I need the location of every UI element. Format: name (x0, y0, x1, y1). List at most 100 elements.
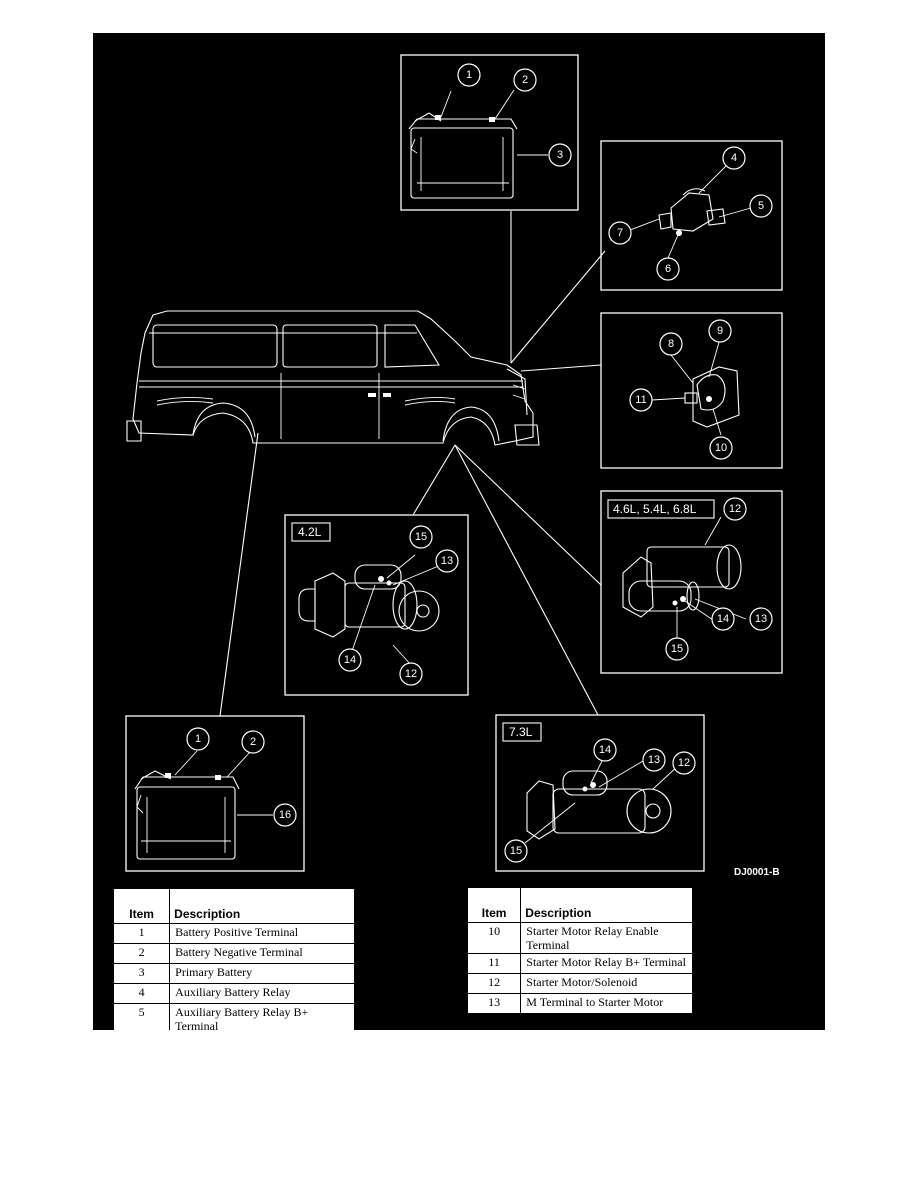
callout-13-73: 13 (642, 748, 666, 772)
aux-relay-box (600, 140, 783, 291)
callout-16: 16 (273, 803, 297, 827)
starter-73-box (495, 714, 705, 872)
item-description: M Terminal to Starter Motor (520, 993, 693, 1014)
item-number: 3 (112, 963, 171, 984)
aux-battery-box (125, 715, 305, 872)
van-illustration (126, 310, 540, 446)
legend-right-header: Item Description (466, 887, 693, 923)
header-description: Description (169, 888, 355, 924)
svg-text:10: 10 (715, 442, 727, 454)
item-number: 11 (466, 953, 522, 974)
callout-14-42: 14 (338, 648, 362, 672)
van-window-mid (282, 324, 378, 368)
svg-text:12: 12 (729, 503, 741, 515)
svg-text:1: 1 (466, 69, 472, 81)
starter-modular-detail: 4.6L, 5.4L, 6.8L (600, 490, 783, 674)
table-row: 10 Starter Motor Relay Enable Terminal (466, 922, 693, 954)
callout-4: 4 (722, 146, 746, 170)
legend-table-left: Item Description 1 Battery Positive Term… (112, 888, 355, 1030)
svg-text:14: 14 (599, 744, 611, 756)
line-to-73-starter (454, 444, 599, 716)
table-row: 1 Battery Positive Terminal (112, 923, 355, 944)
item-description: Auxiliary Battery Relay B+ Terminal (169, 1003, 355, 1030)
item-description: Starter Motor Relay B+ Terminal (520, 953, 693, 974)
svg-text:15: 15 (671, 643, 683, 655)
table-row: 13 M Terminal to Starter Motor (466, 993, 693, 1014)
callout-15-42: 15 (409, 525, 433, 549)
item-number: 4 (112, 983, 171, 1004)
item-description: Starter Motor/Solenoid (520, 973, 693, 994)
header-description: Description (520, 887, 693, 923)
starter-relay-detail (600, 312, 783, 469)
callout-12-modular: 12 (723, 497, 747, 521)
callout-10: 10 (709, 436, 733, 460)
callout-14-73: 14 (593, 738, 617, 762)
starter-42-box (284, 514, 469, 696)
table-row: 12 Starter Motor/Solenoid (466, 973, 693, 994)
engine-label-modular: 4.6L, 5.4L, 6.8L (607, 499, 715, 519)
table-row: 2 Battery Negative Terminal (112, 943, 355, 964)
item-number: 1 (112, 923, 171, 944)
callout-8: 8 (659, 332, 683, 356)
table-row: 4 Auxiliary Battery Relay (112, 983, 355, 1004)
callout-7: 7 (608, 221, 632, 245)
engine-label-73: 7.3L (502, 722, 542, 742)
aux-relay-detail (600, 140, 783, 291)
primary-battery-detail (400, 54, 579, 211)
svg-text:13: 13 (648, 754, 660, 766)
item-description: Auxiliary Battery Relay (169, 983, 355, 1004)
item-description: Battery Negative Terminal (169, 943, 355, 964)
svg-text:3: 3 (557, 149, 563, 161)
svg-text:4: 4 (731, 152, 737, 164)
callout-13-modular: 13 (749, 607, 773, 631)
svg-text:15: 15 (510, 845, 522, 857)
svg-text:16: 16 (279, 809, 291, 821)
header-item: Item (112, 888, 171, 924)
diagram-panel: 4.2L 4.6L, 5.4L, 6.8L (93, 33, 825, 1030)
item-number: 10 (466, 922, 522, 954)
callout-3: 3 (548, 143, 572, 167)
svg-text:13: 13 (755, 613, 767, 625)
svg-text:2: 2 (250, 736, 256, 748)
table-row: 3 Primary Battery (112, 963, 355, 984)
van-window-rear (152, 324, 278, 368)
svg-text:9: 9 (717, 325, 723, 337)
callout-11: 11 (629, 388, 653, 412)
callout-2-top: 2 (513, 68, 537, 92)
svg-text:4.2L: 4.2L (298, 525, 322, 539)
table-row: 11 Starter Motor Relay B+ Terminal (466, 953, 693, 974)
starter-73-detail: 7.3L (495, 714, 705, 872)
callout-2-bottom: 2 (241, 730, 265, 754)
item-number: 12 (466, 973, 522, 994)
svg-text:2: 2 (522, 74, 528, 86)
item-number: 2 (112, 943, 171, 964)
svg-text:14: 14 (344, 654, 356, 666)
item-description: Primary Battery (169, 963, 355, 984)
svg-text:5: 5 (758, 200, 764, 212)
line-to-42-starter (412, 444, 456, 516)
svg-text:12: 12 (678, 757, 690, 769)
legend-table-right: Item Description 10 Starter Motor Relay … (466, 887, 693, 1014)
callout-14-modular: 14 (711, 607, 735, 631)
van-window-front (384, 324, 440, 368)
line-to-modular-starter (454, 444, 602, 586)
svg-text:7: 7 (617, 227, 623, 239)
svg-text:12: 12 (405, 668, 417, 680)
legend-left-header: Item Description (112, 888, 355, 924)
item-description: Starter Motor Relay Enable Terminal (520, 922, 693, 954)
callout-5: 5 (749, 194, 773, 218)
engine-label-42: 4.2L (291, 522, 331, 542)
svg-text:4.6L, 5.4L, 6.8L: 4.6L, 5.4L, 6.8L (613, 502, 697, 516)
callout-1-top: 1 (457, 63, 481, 87)
callout-12-42: 12 (399, 662, 423, 686)
svg-text:15: 15 (415, 531, 427, 543)
svg-text:1: 1 (195, 733, 201, 745)
callout-12-73: 12 (672, 751, 696, 775)
svg-text:8: 8 (668, 338, 674, 350)
item-number: 13 (466, 993, 522, 1014)
table-row: 5 Auxiliary Battery Relay B+ Terminal (112, 1003, 355, 1030)
callout-13-42: 13 (435, 549, 459, 573)
svg-text:14: 14 (717, 613, 729, 625)
callout-15-73: 15 (504, 839, 528, 863)
diagram-artwork: 4.2L 4.6L, 5.4L, 6.8L (125, 54, 783, 878)
